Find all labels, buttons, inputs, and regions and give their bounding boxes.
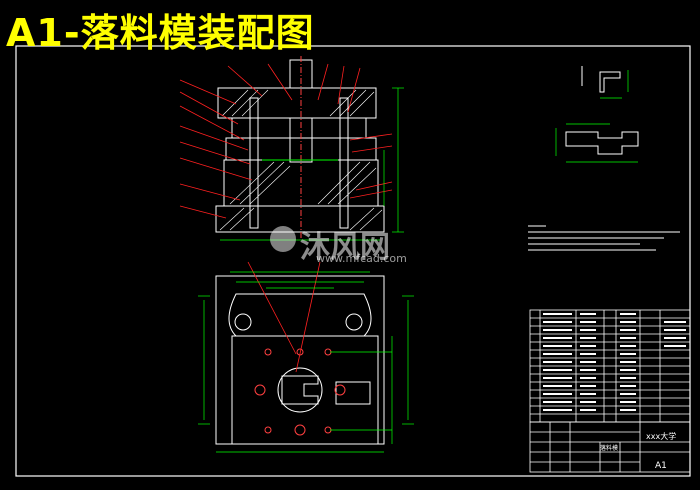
plan-leaders <box>247 261 321 373</box>
section-leaders <box>179 63 393 219</box>
title-block-sheet-size: A1 <box>655 461 667 471</box>
technical-notes <box>528 225 680 251</box>
title-block <box>529 421 691 473</box>
lower-die-base-plan <box>215 275 385 445</box>
plan-holes <box>254 348 346 436</box>
parts-list <box>529 309 691 423</box>
watermark-brand: 沐风网 <box>300 230 390 265</box>
punch <box>289 117 313 163</box>
parts-list-text <box>543 313 686 411</box>
lower-die-base <box>215 205 385 233</box>
guide-pillar-left <box>249 97 259 229</box>
guide-pillar-right <box>339 97 349 229</box>
punch-plate <box>231 117 367 139</box>
section-view <box>215 56 385 238</box>
blank-small <box>599 71 621 93</box>
plan-dimensions <box>198 271 414 453</box>
guide-hole-right <box>345 313 363 331</box>
title-block-drawing-name: 落料模 <box>600 444 618 452</box>
guide-hole-left <box>234 313 252 331</box>
strip-layout <box>565 131 639 155</box>
drawing-frame <box>15 45 691 477</box>
watermark-url: www.mfcad.com <box>316 252 407 265</box>
title-block-school: xxx大学 <box>646 431 676 441</box>
punch-outline <box>277 367 323 413</box>
watermark-logo-icon <box>270 226 296 252</box>
drawing-title: A1-落料模装配图 <box>6 11 315 55</box>
plan-view <box>215 275 385 445</box>
die-block-plan <box>231 335 379 445</box>
part-dimensions <box>555 70 638 163</box>
part-detail <box>565 66 639 155</box>
section-dimensions <box>220 87 404 241</box>
blank-profile <box>281 375 319 405</box>
